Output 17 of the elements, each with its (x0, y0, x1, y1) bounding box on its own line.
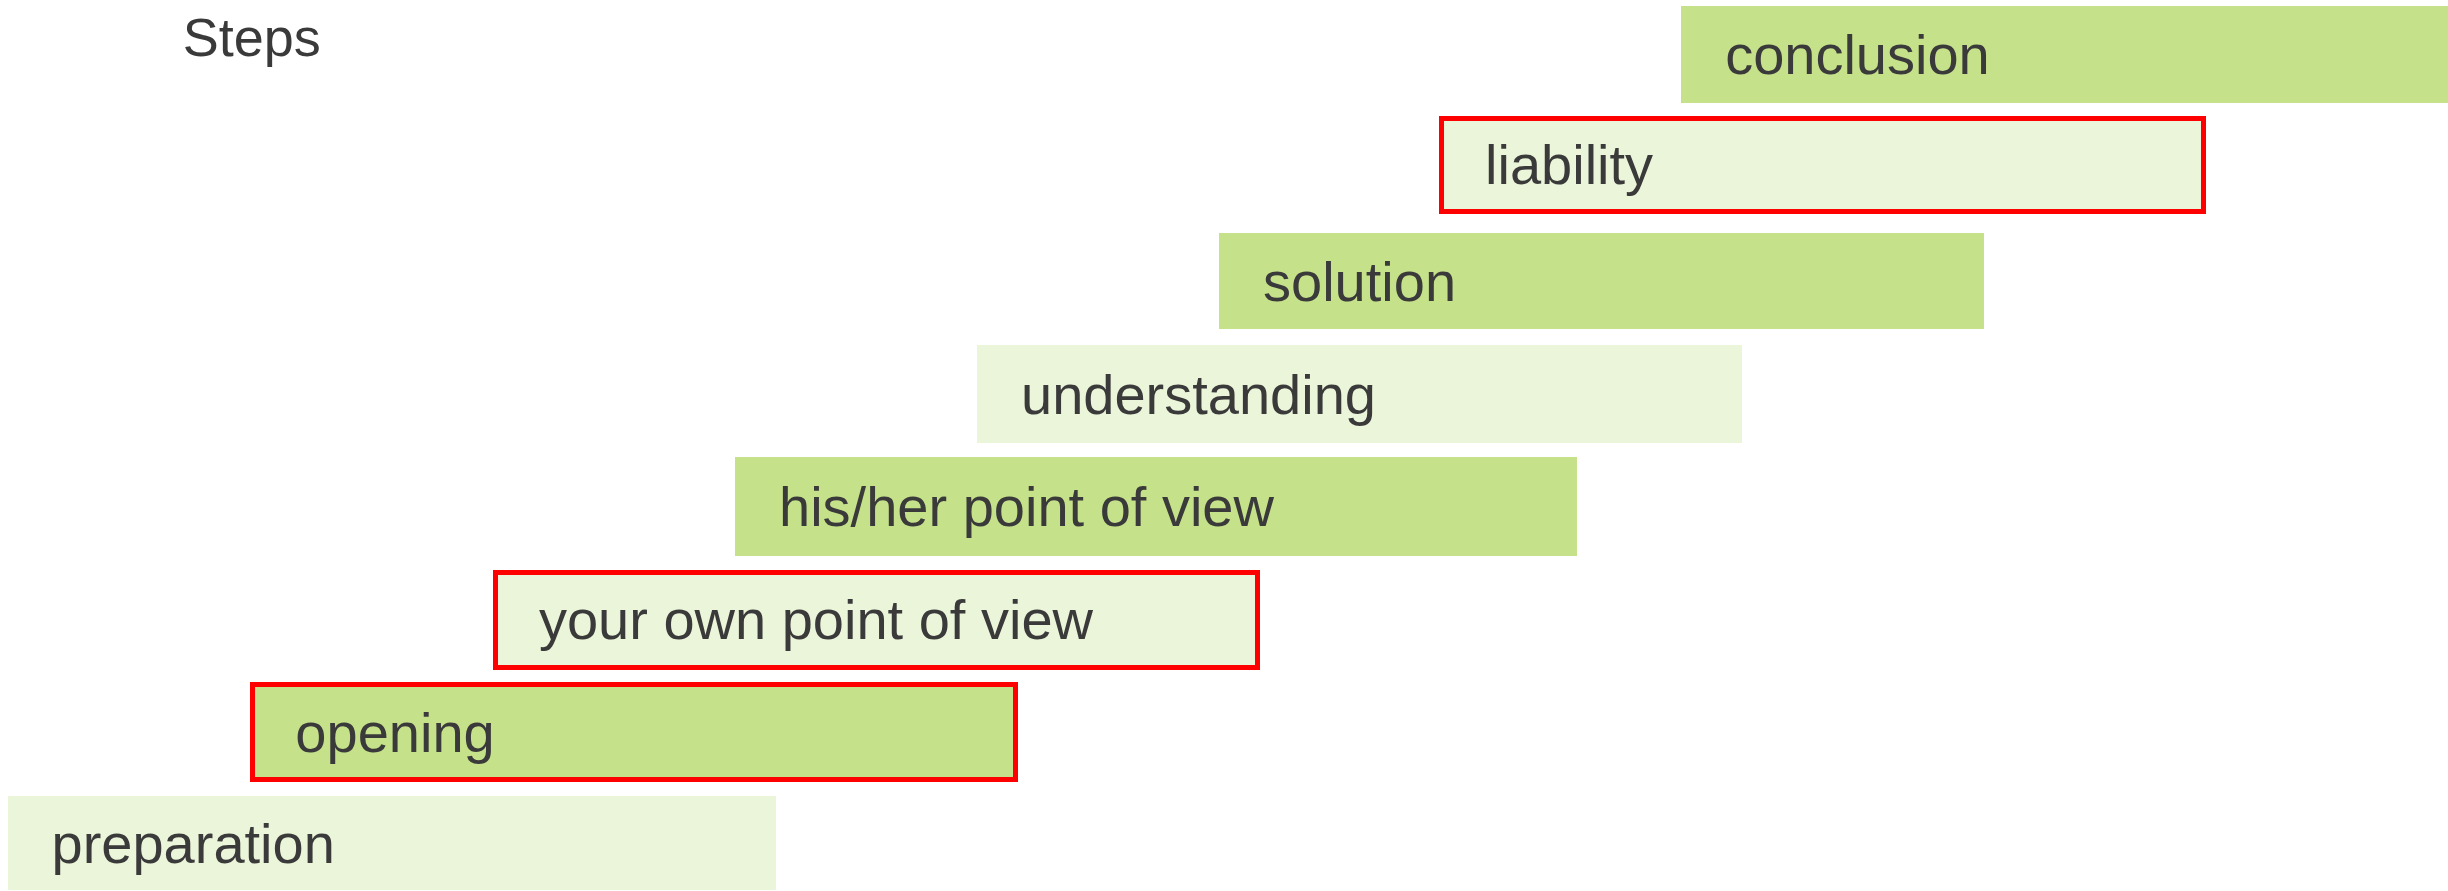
step-bar (493, 569, 1260, 670)
step-bar (7, 796, 776, 890)
step-label: understanding (1021, 361, 1376, 427)
title: Steps (182, 6, 321, 69)
step-label: opening (295, 699, 495, 765)
step-bar (1681, 6, 2448, 103)
step-label: liability (1485, 132, 1654, 198)
step-bar (1219, 232, 1985, 330)
step-label: solution (1263, 248, 1457, 314)
step-bar (977, 345, 1743, 444)
step-label: conclusion (1725, 22, 1990, 88)
step-bar (249, 682, 1018, 783)
step-bar (1439, 115, 2206, 214)
step-bar (735, 457, 1577, 556)
step-label: your own point of view (538, 587, 1093, 653)
step-label: his/her point of view (779, 474, 1274, 540)
step-label: preparation (51, 810, 335, 876)
